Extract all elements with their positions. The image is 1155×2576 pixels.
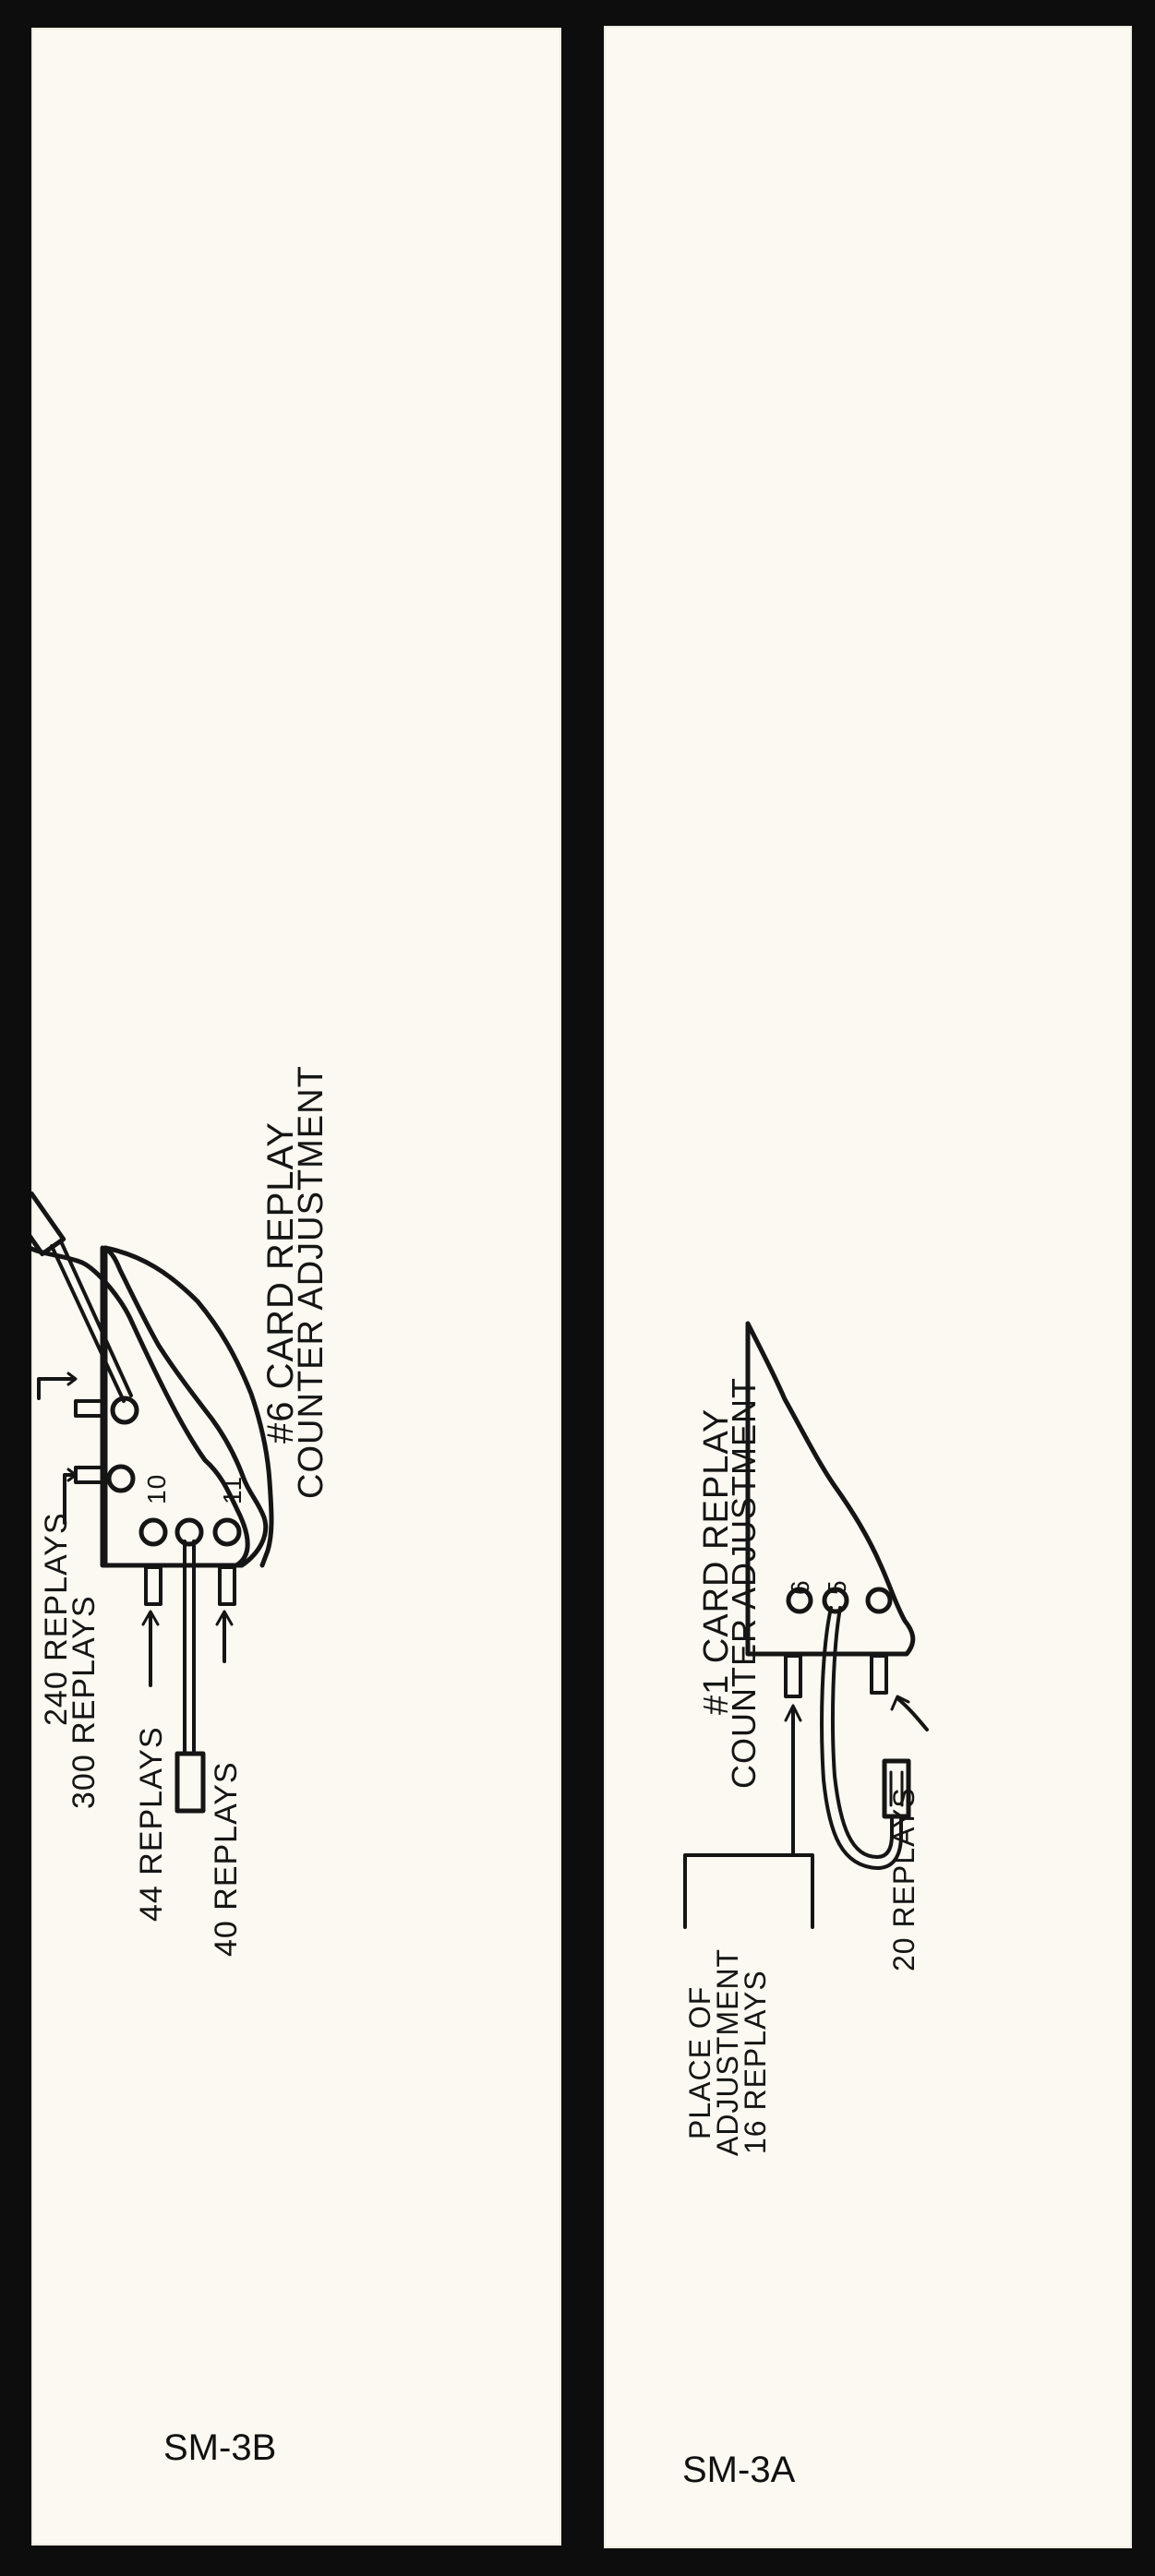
hole-10 (138, 1517, 168, 1547)
hole-5 (822, 1587, 849, 1614)
counter-plate-outline (31, 1245, 250, 1568)
counter-plate-outline (745, 1321, 916, 1657)
title-line2: COUNTER ADJUSTMENT (292, 1065, 331, 1499)
stud-300 (74, 1466, 105, 1484)
hole-20 (865, 1587, 893, 1614)
hole-11 (212, 1517, 242, 1547)
title-line1: #6 CARD REPLAY (260, 1121, 301, 1444)
adjustment-tool-icon (820, 1606, 911, 1870)
title-line2: COUNTER ADJUSTMENT (725, 1377, 763, 1789)
card-sm-3b: #6 CARD REPLAY COUNTER ADJUSTMENT 10 11 … (31, 28, 561, 2546)
label-20-replays: 20 REPLAYS (887, 1787, 920, 1971)
sheet-code: SM-3B (163, 2427, 277, 2468)
hole-11-label: 11 (218, 1476, 247, 1504)
stud-10 (144, 1565, 162, 1606)
hole-5-label: 5 (823, 1579, 851, 1595)
label-44-replays: 44 REPLAYS (134, 1726, 169, 1922)
hole-6 (786, 1587, 813, 1614)
hole-6-label: 6 (786, 1579, 814, 1595)
hole-44 (174, 1517, 204, 1547)
bracket-place-of-adjustment (683, 1853, 814, 1929)
card-sm-3a: #1 CARD REPLAY COUNTER ADJUSTMENT 6 5 PL… (604, 26, 1132, 2548)
arrow-300 (63, 1473, 76, 1525)
sheet-code: SM-3A (682, 2450, 796, 2490)
stud-11 (218, 1565, 236, 1606)
stud-240 (74, 1399, 105, 1418)
stud-6 (784, 1654, 802, 1698)
label-40-replays: 40 REPLAYS (209, 1761, 244, 1957)
diagram-1-card: #1 CARD REPLAY COUNTER ADJUSTMENT 6 5 PL… (683, 1321, 929, 2156)
title-line1: #1 CARD REPLAY (697, 1408, 736, 1715)
label-16-replays: 16 REPLAYS (739, 1970, 772, 2154)
stud-20 (870, 1654, 888, 1695)
hole-300 (106, 1464, 136, 1493)
hole-10-label: 10 (142, 1474, 171, 1504)
label-240-replays: 240 REPLAYS (39, 1512, 74, 1726)
arrow-20 (896, 1696, 929, 1731)
label-300-replays: 300 REPLAYS (66, 1595, 102, 1809)
screwdriver-bottom-icon (174, 1540, 206, 1814)
diagram-6-card: #6 CARD REPLAY COUNTER ADJUSTMENT 10 11 … (31, 1065, 331, 1957)
label-place-of: PLACE OF (683, 1986, 716, 2139)
label-adjustment: ADJUSTMENT (711, 1948, 744, 2156)
screwdriver-top-icon (31, 1191, 133, 1403)
hole-240 (110, 1396, 139, 1425)
arrow-240 (37, 1377, 76, 1400)
